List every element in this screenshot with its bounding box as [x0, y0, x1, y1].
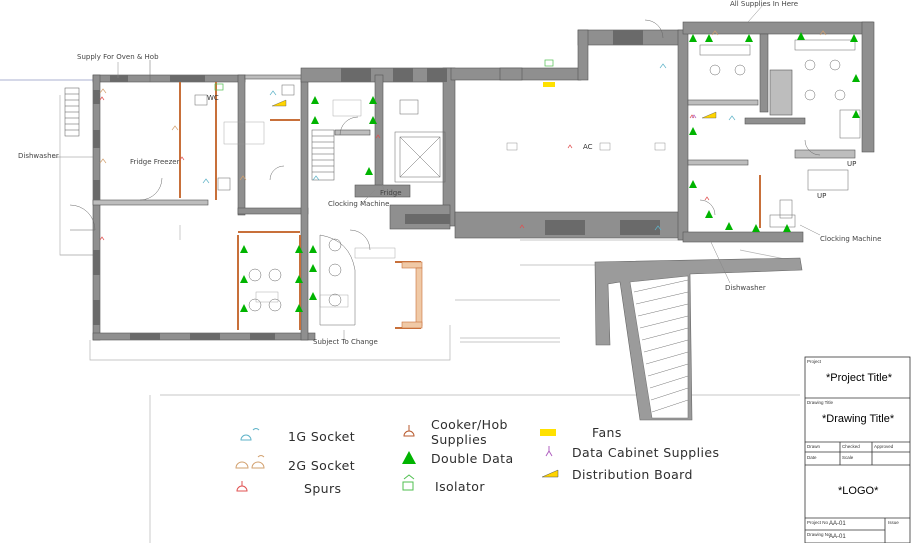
brick-partition-hatch: [401, 261, 423, 329]
context-lines: [0, 79, 801, 543]
legend-distribution-board: Distribution Board: [572, 467, 693, 482]
up-label-1: UP: [847, 160, 857, 168]
plan-markers: [214, 59, 717, 119]
callout-supply-oven-hob: Supply For Oven & Hob: [77, 53, 159, 61]
tb-date-caption: Date: [807, 455, 817, 460]
tb-drawing-caption: Drawing Title: [807, 400, 834, 405]
wc-label: WC: [207, 94, 219, 102]
legend-cooker-hob-line1: Cooker/Hob: [431, 417, 508, 432]
double-data-points: [240, 32, 860, 312]
callout-dishwasher-left: Dishwasher: [18, 152, 59, 160]
legend-double-data-icon: [402, 451, 416, 464]
ac-label: AC: [583, 143, 593, 151]
tb-project-no: AA-01: [829, 521, 846, 527]
legend-double-data: Double Data: [431, 451, 514, 466]
walls: [92, 21, 875, 341]
callout-fridge-freezer: Fridge Freezer: [130, 158, 180, 166]
window-frames: [93, 30, 660, 340]
callout-all-supplies: All Supplies In Here: [730, 0, 799, 8]
tb-issue-caption: Issue: [888, 520, 899, 525]
legend-2g-socket: 2G Socket: [288, 458, 356, 473]
legend-fans: Fans: [592, 425, 622, 440]
legend-isolator: Isolator: [435, 479, 485, 494]
tb-logo: *LOGO*: [838, 485, 879, 497]
tb-drawing-title: *Drawing Title*: [822, 413, 895, 425]
leader-lines: [52, 4, 821, 340]
tb-drawing-no-caption: Drawing No: [807, 532, 831, 537]
callout-subject-to-change: Subject To Change: [313, 338, 378, 346]
legend-cooker-hob-icon: [403, 425, 415, 437]
staircase-left: [64, 87, 80, 137]
legend-1g-socket-icon: [240, 428, 260, 441]
legend-2g-socket-icon: [235, 455, 265, 469]
callout-clocking-machine-right: Clocking Machine: [820, 235, 882, 243]
title-block-frame: [804, 356, 911, 543]
legend-symbols: [235, 425, 559, 492]
tb-project-caption: Project: [807, 359, 822, 364]
up-label-2: UP: [817, 192, 827, 200]
legend-cooker-hob-line2: Supplies: [431, 432, 488, 447]
legend-data-cabinet: Data Cabinet Supplies: [572, 445, 720, 460]
tb-drawn-caption: Drawn: [807, 444, 821, 449]
callout-clocking-machine-center: Clocking Machine: [328, 200, 390, 208]
exterior-ramp: [594, 257, 803, 421]
legend-isolator-icon: [402, 474, 415, 491]
legend-spurs: Spurs: [304, 481, 342, 496]
socket-marks: [99, 30, 827, 241]
legend-spur-icon: [236, 481, 248, 492]
furniture: [194, 39, 861, 326]
tb-checked-caption: Checked: [842, 444, 860, 449]
staircase-center: [311, 129, 335, 181]
plan-notes: [223, 99, 666, 308]
tb-project-title: *Project Title*: [826, 372, 893, 384]
legend-data-cabinet-icon: [545, 446, 553, 457]
tb-scale-caption: Scale: [842, 455, 854, 460]
tb-approved-caption: Approved: [874, 444, 894, 449]
callout-dishwasher-right: Dishwasher: [725, 284, 766, 292]
callout-fridge: Fridge: [380, 189, 402, 197]
legend-1g-socket: 1G Socket: [288, 429, 356, 444]
tb-project-no-caption: Project No: [807, 520, 829, 525]
door-swings: [69, 19, 821, 251]
legend-distribution-board-icon: [541, 469, 559, 478]
legend-fan-icon: [540, 429, 556, 436]
tb-drawing-no: AA-01: [829, 534, 846, 540]
